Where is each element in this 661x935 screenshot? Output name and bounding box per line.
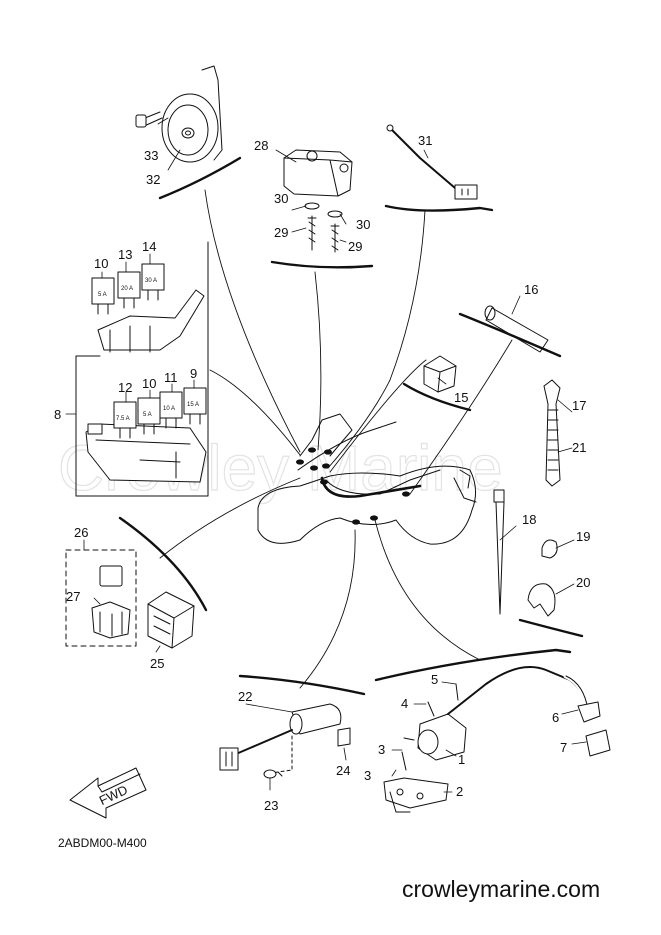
- connector-group-line: [402, 382, 472, 412]
- website-footer: crowleymarine.com: [402, 876, 601, 902]
- band-17-part: [543, 379, 561, 487]
- callout-31: 31: [418, 133, 432, 148]
- switch-22-part: [219, 703, 351, 779]
- callout-6: 6: [552, 710, 559, 725]
- clamp-group-line: [518, 618, 584, 638]
- switch-group-line: [238, 674, 366, 696]
- lead-31-part: [386, 124, 478, 200]
- relay-group-frame: [65, 549, 137, 647]
- callout-leaders: [65, 117, 587, 793]
- fuse-box-frame: [75, 241, 209, 497]
- callout-20: 20: [576, 575, 590, 590]
- callout-10a: 10: [94, 256, 108, 271]
- main-wire-harness: [257, 413, 477, 545]
- callout-26: 26: [74, 525, 88, 540]
- fuse-label-13: 20 A: [121, 286, 133, 292]
- diagram-code: 2ABDM00-M400: [58, 836, 147, 850]
- fuse-label-10b: 5 A: [143, 412, 152, 418]
- cable-tie-18-part: [493, 489, 505, 615]
- callout-33: 33: [144, 148, 158, 163]
- callout-2: 2: [456, 784, 463, 799]
- fwd-arrow: [69, 767, 147, 819]
- fuse-label-12: 7.5 A: [116, 416, 130, 422]
- fuse-row-bottom: [113, 387, 207, 439]
- callout-1: 1: [458, 752, 465, 767]
- callout-13: 13: [118, 247, 132, 262]
- sensor-28-part: [283, 149, 353, 253]
- ignition-coil-part: [383, 666, 611, 813]
- callout-numbers: 1 2 3 3 4 5 6 7 8 9 10 10 11 12 13 14 15…: [54, 133, 590, 813]
- fuse-labels: 5 A 20 A 30 A 7.5 A 5 A 10 A 15 A: [98, 278, 199, 422]
- fuse-label-14: 30 A: [145, 278, 157, 284]
- callout-23: 23: [264, 798, 278, 813]
- callout-32: 32: [146, 172, 160, 187]
- callout-5: 5: [431, 672, 438, 687]
- callout-14: 14: [142, 239, 156, 254]
- tube-group-line: [458, 312, 562, 358]
- callout-30a: 30: [274, 191, 288, 206]
- callout-11: 11: [164, 370, 178, 385]
- horn-part: [135, 65, 223, 163]
- sensor-group-line: [270, 260, 374, 269]
- callout-4: 4: [401, 696, 408, 711]
- fuse-label-10: 5 A: [98, 292, 107, 298]
- callout-12: 12: [118, 380, 132, 395]
- callout-21: 21: [572, 440, 586, 455]
- callout-8: 8: [54, 407, 61, 422]
- callout-17: 17: [572, 398, 586, 413]
- connector-15-part: [423, 355, 457, 393]
- leader-lines: [159, 189, 513, 689]
- relay-group-line: [118, 516, 208, 612]
- relay-25-part: [147, 591, 195, 649]
- callout-3b: 3: [364, 768, 371, 783]
- clamp-19-part: [541, 539, 558, 559]
- callout-24: 24: [336, 763, 350, 778]
- fuse-label-9: 15 A: [187, 402, 199, 408]
- callout-29b: 29: [348, 239, 362, 254]
- callout-7: 7: [560, 740, 567, 755]
- fuse-row-top: [91, 263, 165, 315]
- coil-group-line: [374, 648, 572, 682]
- tube-16-part: [484, 305, 549, 353]
- callout-25: 25: [150, 656, 164, 671]
- fuse-label-11: 10 A: [163, 406, 175, 412]
- callout-3a: 3: [378, 742, 385, 757]
- callout-9: 9: [190, 366, 197, 381]
- callout-19: 19: [576, 529, 590, 544]
- callout-29a: 29: [274, 225, 288, 240]
- callout-28: 28: [254, 138, 268, 153]
- callout-22: 22: [238, 689, 252, 704]
- callout-27: 27: [66, 589, 80, 604]
- harness-connectors: [296, 447, 410, 525]
- horn-group-line: [158, 156, 242, 200]
- callout-16: 16: [524, 282, 538, 297]
- callout-15: 15: [454, 390, 468, 405]
- relay-27-part: [91, 565, 131, 639]
- callout-18: 18: [522, 512, 536, 527]
- fuse-box-part: [85, 289, 207, 483]
- lead-group-line: [384, 204, 494, 212]
- callout-10b: 10: [142, 376, 156, 391]
- clamp-20-part: [527, 583, 556, 617]
- callout-30b: 30: [356, 217, 370, 232]
